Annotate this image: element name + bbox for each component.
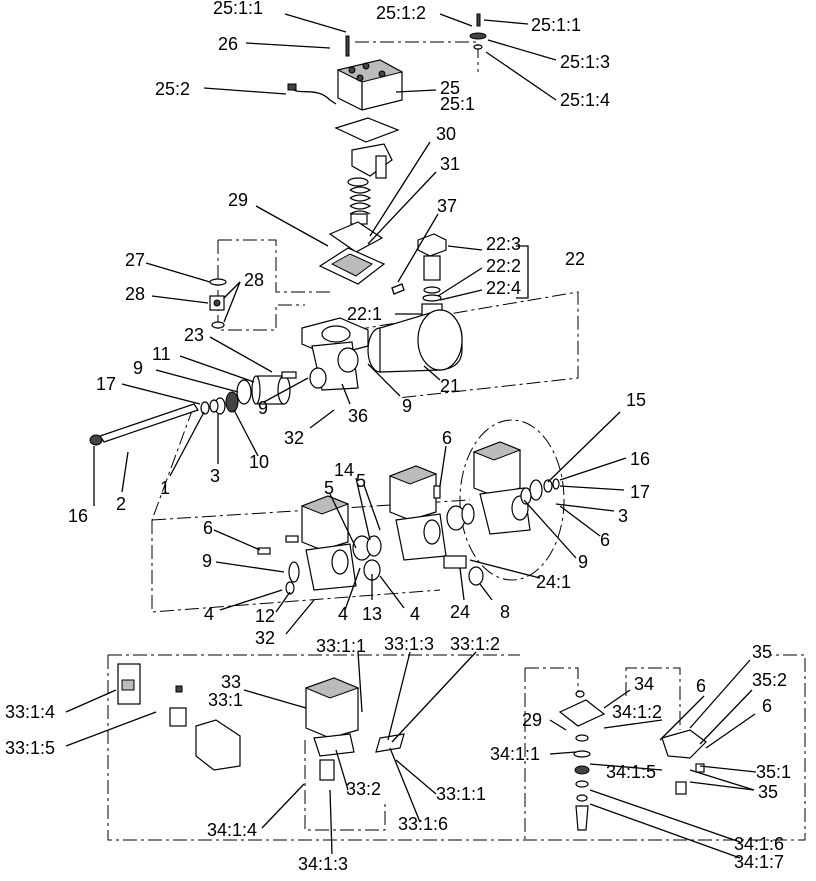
callout-labels: 25:1:1 25:1:2 25:1:1 26 25:1:3 25:2 25 2…: [5, 0, 791, 874]
callout-37: 37: [437, 196, 457, 216]
valve-right: [472, 441, 560, 535]
callout-11: 11: [152, 344, 171, 364]
callout-17-left: 17: [96, 374, 116, 394]
callout-35-1: 35:1: [756, 762, 791, 782]
callout-33-1-5: 33:1:5: [5, 738, 55, 758]
callout-35-top: 35: [752, 642, 772, 662]
callout-24: 24: [450, 602, 470, 622]
callout-3-right: 3: [618, 506, 628, 526]
parts-27-28: [209, 278, 227, 329]
callout-33: 33: [221, 672, 241, 692]
callout-33-1-1-bottom: 33:1:1: [436, 784, 486, 804]
callout-34: 34: [634, 674, 654, 694]
callout-8: 8: [500, 602, 510, 622]
callout-25-1: 25:1: [440, 94, 475, 114]
callout-1: 1: [160, 478, 170, 498]
callout-24-1: 24:1: [536, 572, 571, 592]
callout-33-1-3: 33:1:3: [384, 634, 434, 654]
callout-33-1-2: 33:1:2: [450, 634, 500, 654]
callout-17-right: 17: [630, 482, 650, 502]
callout-6-top: 6: [442, 428, 452, 448]
callout-35-2: 35:2: [752, 670, 787, 690]
callout-34-1-6: 34:1:6: [734, 834, 784, 854]
callout-23: 23: [184, 325, 204, 345]
callout-3-left: 3: [210, 466, 220, 486]
callout-6-left: 6: [203, 518, 213, 538]
callout-9-c: 9: [402, 396, 412, 416]
callout-32-bottom: 32: [255, 628, 275, 648]
valve-left: [257, 485, 441, 595]
callout-16-right: 16: [630, 449, 650, 469]
callout-9-a: 9: [133, 358, 143, 378]
callout-5-b: 5: [356, 471, 366, 491]
callout-9-b: 9: [258, 398, 268, 418]
callout-25: 25: [440, 78, 460, 98]
callout-33-1-4: 33:1:4: [5, 702, 55, 722]
callout-25-1-1-top: 25:1:1: [213, 0, 263, 18]
callout-6-lower: 6: [696, 676, 706, 696]
callout-4-c: 4: [410, 604, 420, 624]
valve-middle: [388, 465, 484, 586]
callout-34-1-1: 34:1:1: [490, 744, 540, 764]
callout-4-b: 4: [338, 604, 348, 624]
callout-29-lower: 29: [522, 710, 542, 730]
callout-25-2: 25:2: [155, 79, 190, 99]
callout-31: 31: [440, 154, 460, 174]
callout-10: 10: [249, 452, 269, 472]
part-31-gasket: [318, 221, 386, 285]
callout-25-1-1-right: 25:1:1: [531, 15, 581, 35]
callout-14: 14: [334, 460, 354, 480]
part-21-filter: [367, 309, 463, 373]
callout-6-right: 6: [600, 530, 610, 550]
assembly-34-35: [558, 690, 707, 831]
callout-34-1-3: 34:1:3: [298, 854, 348, 874]
callout-22-1: 22:1: [347, 304, 382, 324]
callout-33-1: 33:1: [208, 690, 243, 710]
part-30-plate: [334, 117, 400, 225]
solenoid-33: [117, 663, 405, 781]
callout-28-right: 28: [244, 270, 264, 290]
callout-22-4: 22:4: [486, 278, 521, 298]
callout-9-d: 9: [578, 552, 588, 572]
callout-25-1-2: 25:1:2: [376, 3, 426, 23]
callout-27: 27: [125, 250, 145, 270]
callout-33-1-6: 33:1:6: [398, 814, 448, 834]
callout-12: 12: [255, 606, 275, 626]
callout-9-e: 9: [202, 551, 212, 571]
callout-34-1-5: 34:1:5: [606, 762, 656, 782]
callout-33-1-1-top: 33:1:1: [316, 636, 366, 656]
callout-5-a: 5: [324, 478, 334, 498]
callout-4-a: 4: [204, 604, 214, 624]
callout-32-top: 32: [284, 428, 304, 448]
callout-15: 15: [626, 390, 646, 410]
callout-34-1-4: 34:1:4: [207, 820, 257, 840]
callout-22: 22: [565, 249, 585, 269]
callout-36: 36: [348, 406, 368, 426]
callout-25-1-4: 25:1:4: [560, 90, 610, 110]
callout-28-left: 28: [125, 284, 145, 304]
callout-26: 26: [218, 34, 238, 54]
callout-34-1-7: 34:1:7: [734, 852, 784, 872]
callout-22-3: 22:3: [486, 234, 521, 254]
callout-6-lower2: 6: [762, 696, 772, 716]
callout-25-1-3: 25:1:3: [560, 52, 610, 72]
part-25-solenoid-top: [287, 13, 487, 111]
callout-13: 13: [362, 604, 382, 624]
callout-35-bottom: 35: [758, 782, 778, 802]
callout-30: 30: [436, 124, 456, 144]
callout-29-top: 29: [228, 190, 248, 210]
callout-2: 2: [116, 494, 126, 514]
part-23-tube: [214, 371, 297, 415]
callout-33-2: 33:2: [346, 779, 381, 799]
callout-34-1-2: 34:1:2: [612, 702, 662, 722]
callout-22-2: 22:2: [486, 256, 521, 276]
leader-lines: [65, 13, 757, 859]
part-36-housing: [301, 317, 369, 391]
callout-16-left: 16: [68, 506, 88, 526]
callout-21: 21: [440, 376, 460, 396]
part-2-rod: [89, 399, 219, 446]
